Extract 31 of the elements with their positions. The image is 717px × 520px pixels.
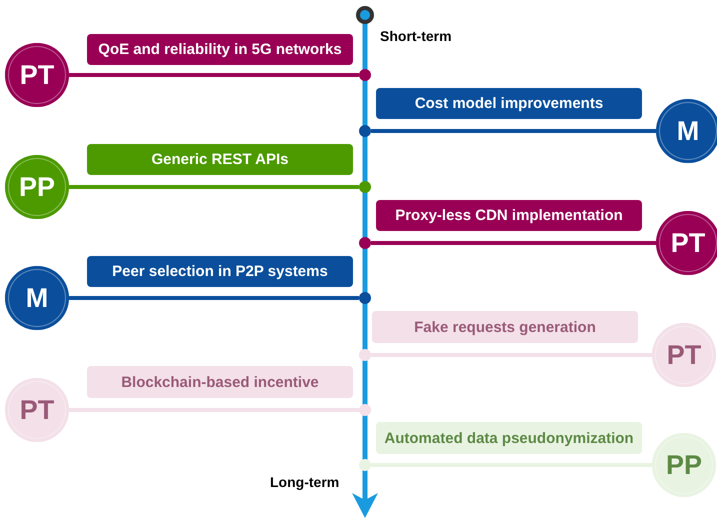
category-circle: PP [652, 433, 716, 497]
timeline-dot [359, 349, 371, 361]
timeline-dot [359, 181, 371, 193]
connector-line [371, 241, 656, 245]
timeline-dot [359, 292, 371, 304]
connector-line [371, 129, 656, 133]
connector-line [69, 185, 359, 189]
timeline-dot [359, 404, 371, 416]
topic-label: Automated data pseudonymization [376, 422, 642, 454]
topic-label: Fake requests generation [372, 311, 638, 343]
category-circle: M [5, 266, 69, 330]
topic-label: Cost model improvements [376, 88, 642, 119]
category-circle: PT [5, 43, 69, 107]
timeline-dot [359, 237, 371, 249]
connector-line [69, 296, 359, 300]
category-circle: PT [5, 378, 69, 442]
category-circle: PT [652, 323, 716, 387]
category-circle: PP [5, 155, 69, 219]
timeline-dot [359, 69, 371, 81]
topic-label: QoE and reliability in 5G networks [87, 34, 353, 65]
topic-label: Generic REST APIs [87, 144, 353, 175]
topic-label: Proxy-less CDN implementation [376, 200, 642, 231]
timeline-dot [359, 125, 371, 137]
category-circle: M [656, 99, 717, 163]
topic-label: Blockchain-based incentive [87, 366, 353, 398]
timeline-dot [359, 459, 371, 471]
timeline-label: Short-term [380, 28, 452, 44]
timeline-label: Long-term [270, 474, 340, 490]
topic-label: Peer selection in P2P systems [87, 256, 353, 287]
connector-line [69, 73, 359, 77]
category-circle: PT [656, 211, 717, 275]
